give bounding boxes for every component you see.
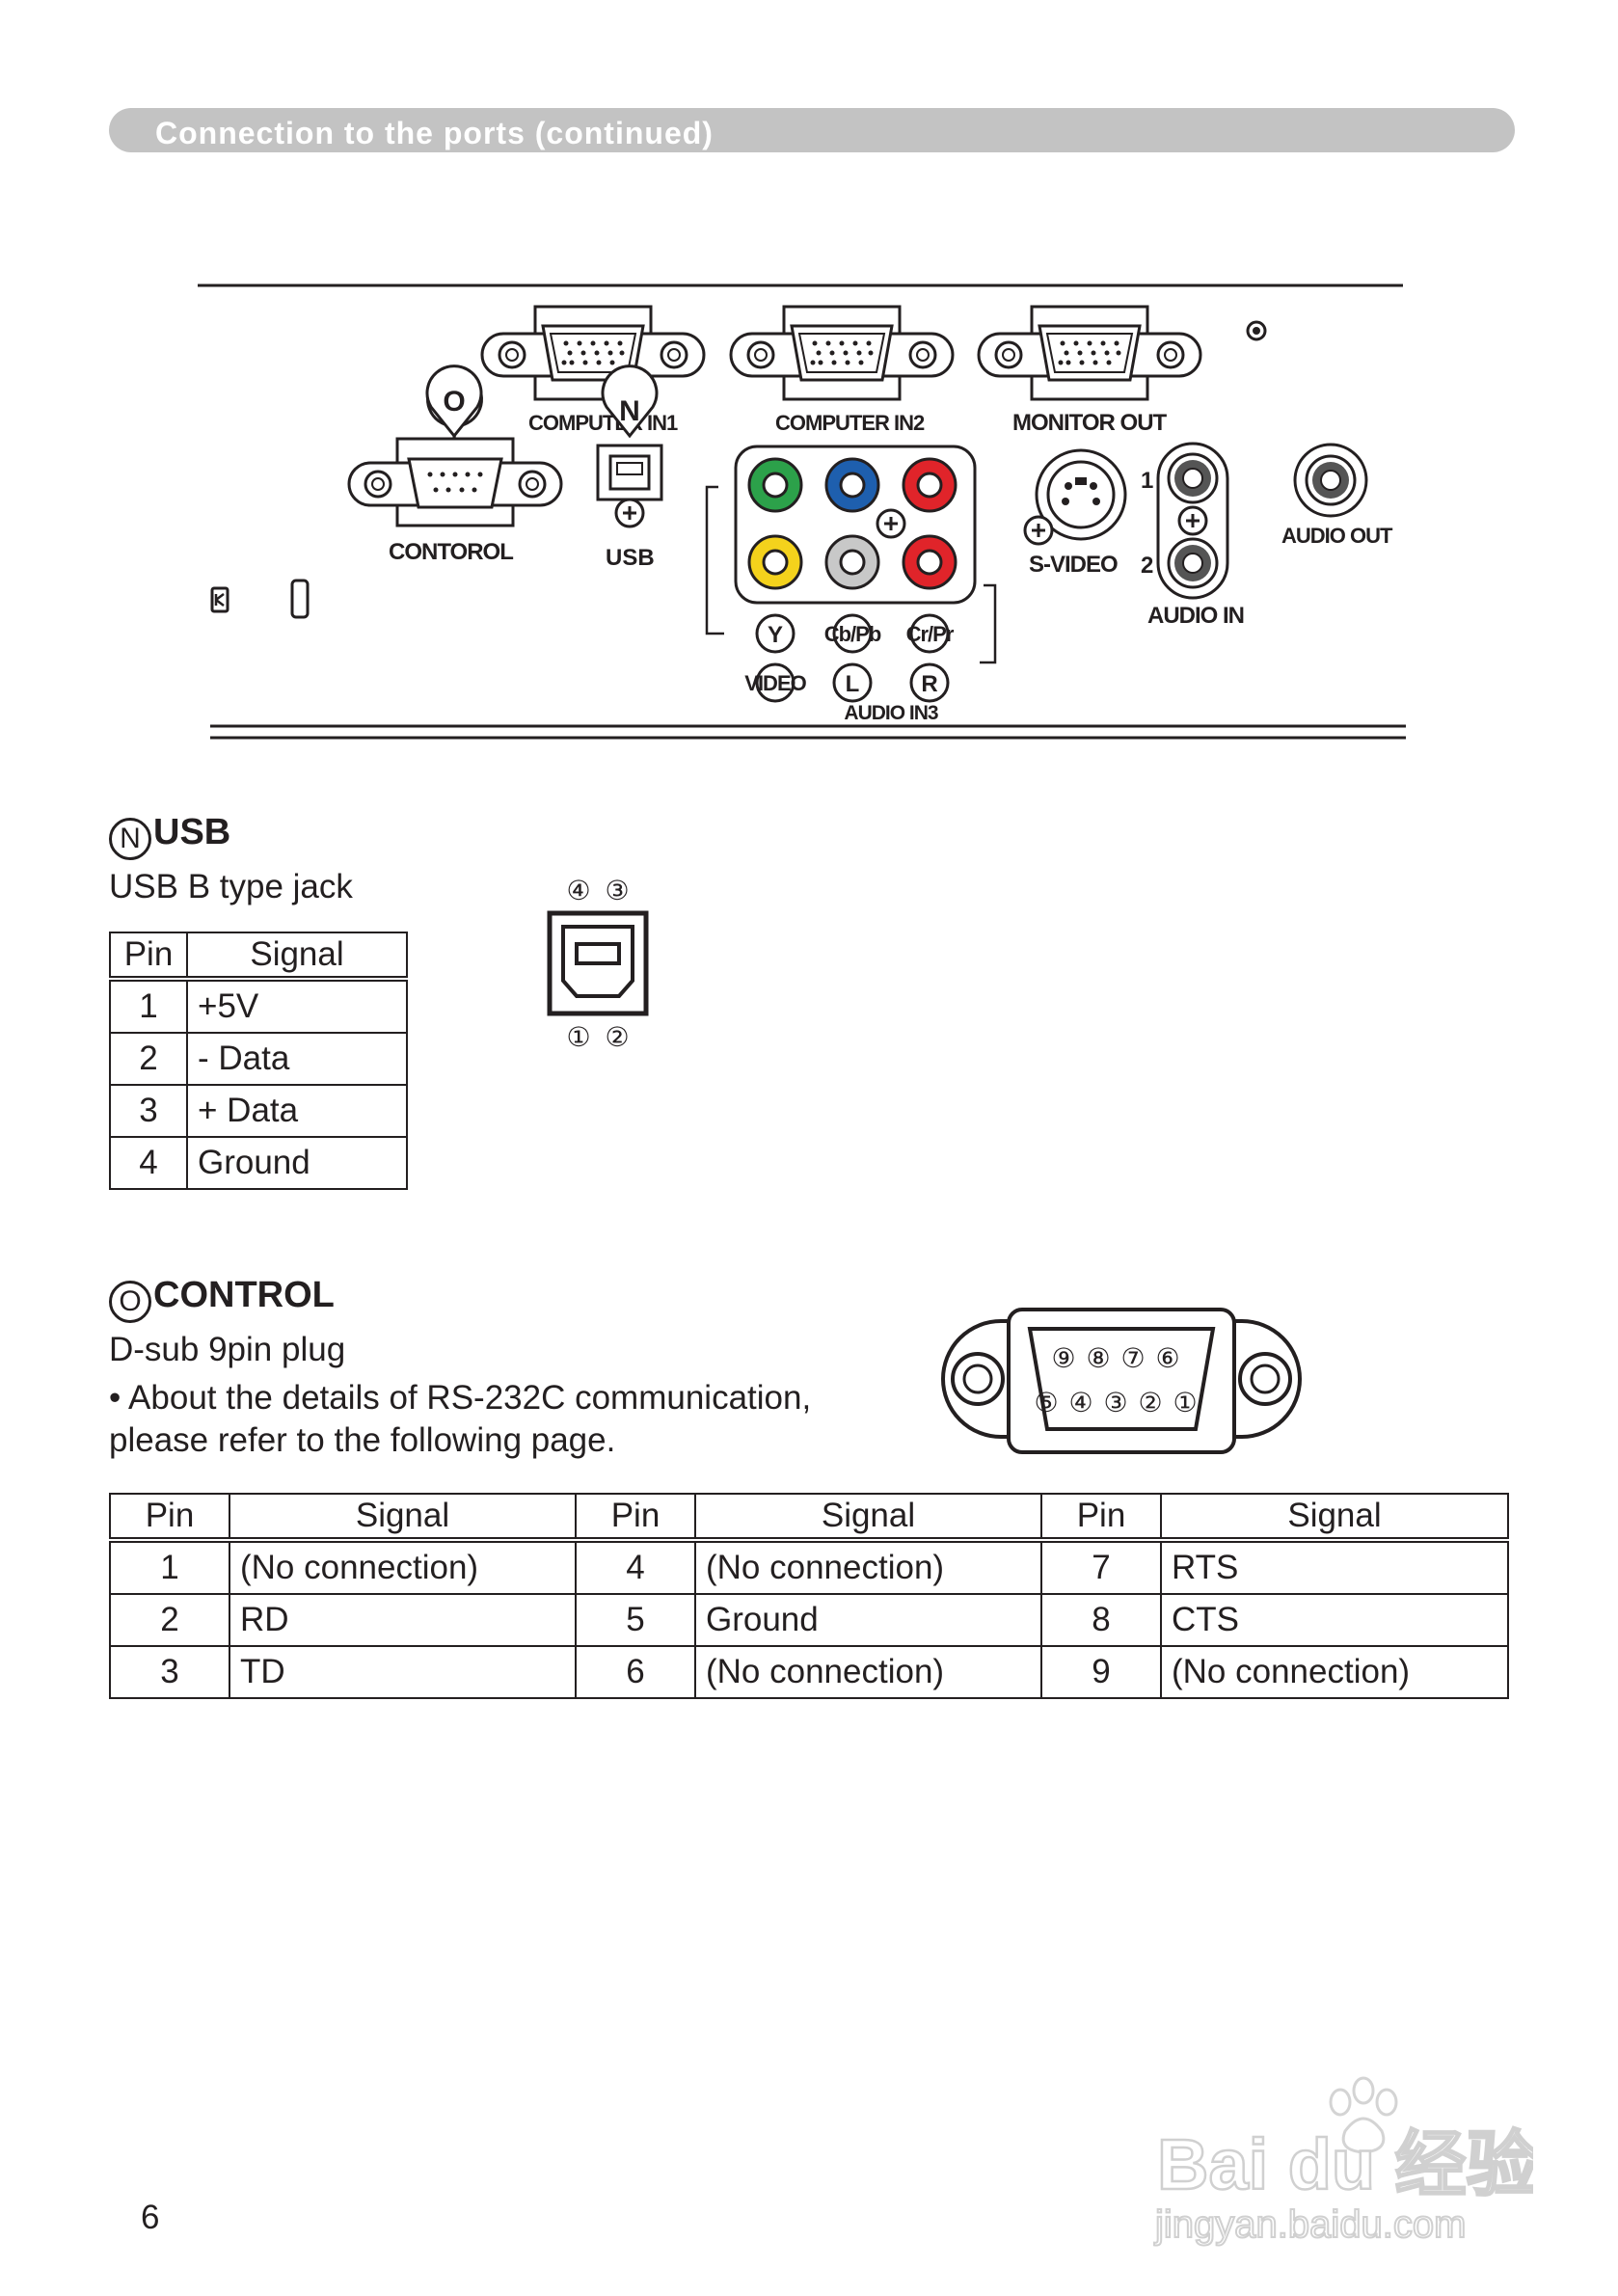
jack-blue <box>824 457 880 513</box>
security-slot-icon <box>290 579 310 619</box>
table-header: Pin <box>109 932 188 982</box>
table-header: Signal <box>694 1493 1042 1543</box>
control-note-line2: please refer to the following page. <box>109 1421 616 1459</box>
label-s-video: S-VIDEO <box>1029 552 1118 578</box>
label-video: VIDEO <box>744 671 806 695</box>
svg-text:④: ④ <box>566 875 590 906</box>
screw-icon <box>876 508 906 539</box>
usb-b-jack-diagram: ④ ③ ① ② <box>547 875 649 1053</box>
label-cr-pr: Cr/Pr <box>906 622 955 646</box>
table-header: Signal <box>186 932 408 982</box>
svg-text:②: ② <box>1138 1387 1162 1418</box>
control-port <box>347 437 563 527</box>
baidu-jingyan-watermark: Bai du 经验 jingyan.baidu.com <box>1153 2076 1533 2247</box>
control-pin-table: Pin Signal Pin Signal Pin Signal 1(No co… <box>109 1493 1509 1699</box>
label-control: CONTOROL <box>389 539 513 565</box>
svg-text:O: O <box>443 386 465 418</box>
audio-in-ports <box>1156 442 1229 600</box>
section-header-title: Connection to the ports (continued) <box>155 116 714 150</box>
svg-text:③: ③ <box>605 875 629 906</box>
svg-text:2: 2 <box>1141 553 1153 579</box>
table-row: 1+5V <box>109 978 408 1034</box>
label-audio-out: AUDIO OUT <box>1281 524 1393 548</box>
jack-yellow <box>747 534 803 590</box>
label-audio-in: AUDIO IN <box>1147 603 1244 629</box>
label-computer-in2: COMPUTER IN2 <box>775 411 925 435</box>
control-note-line1: • About the details of RS-232C communica… <box>109 1379 812 1417</box>
svg-text:⑥: ⑥ <box>1155 1342 1179 1374</box>
page-number: 6 <box>141 2199 160 2236</box>
table-header: Pin <box>1040 1493 1162 1543</box>
usb-port <box>596 444 663 528</box>
jack-red-r <box>902 534 957 590</box>
label-usb: USB <box>606 545 655 571</box>
computer-in1-port <box>480 305 706 401</box>
label-audio-in3: AUDIO IN3 <box>844 702 938 724</box>
label-monitor-out: MONITOR OUT <box>1012 410 1168 436</box>
computer-in2-port <box>729 305 955 401</box>
table-header: Pin <box>575 1493 696 1543</box>
s-video-port <box>1023 448 1127 546</box>
rear-panel-diagram: COMPUTER IN1 COMPUTER IN2 MONITOR OUT O … <box>198 284 1406 740</box>
callout-o-icon: O <box>425 365 483 441</box>
table-header: Signal <box>229 1493 577 1543</box>
svg-text:③: ③ <box>1103 1387 1127 1418</box>
svg-text:1: 1 <box>1141 468 1153 494</box>
svg-text:①: ① <box>566 1021 590 1053</box>
watermark-url: jingyan.baidu.com <box>1154 2203 1466 2246</box>
monitor-out-port <box>977 305 1202 401</box>
section-header-bar: Connection to the ports (continued) <box>109 108 1515 152</box>
svg-text:②: ② <box>605 1021 629 1053</box>
table-row: 2- Data <box>109 1032 408 1086</box>
svg-text:⑤: ⑤ <box>1034 1387 1058 1418</box>
jack-red-cr <box>902 457 957 513</box>
label-computer-in1: COMPUTER IN1 <box>528 411 678 435</box>
marker-n-icon: N <box>109 818 151 860</box>
svg-text:⑨: ⑨ <box>1051 1342 1075 1374</box>
svg-text:⑧: ⑧ <box>1086 1342 1110 1374</box>
callout-n-icon: N <box>601 365 659 439</box>
table-row: 3+ Data <box>109 1084 408 1138</box>
table-header: Signal <box>1160 1493 1509 1543</box>
svg-text:N: N <box>619 395 640 427</box>
label-l: L <box>846 671 860 697</box>
svg-text:④: ④ <box>1068 1387 1092 1418</box>
audio-out-port <box>1293 443 1368 518</box>
usb-subtitle: USB B type jack <box>109 868 353 905</box>
control-subtitle: D-sub 9pin plug <box>109 1331 346 1368</box>
jack-white <box>824 534 880 590</box>
kensington-lock-icon <box>210 586 229 613</box>
label-cb-pb: Cb/Pb <box>824 622 881 646</box>
svg-text:⑦: ⑦ <box>1120 1342 1145 1374</box>
dsub-9pin-plug-diagram: ⑨ ⑧ ⑦ ⑥ ⑤ ④ ③ ② ① <box>941 1308 1302 1454</box>
table-header: Pin <box>109 1493 230 1543</box>
jack-green <box>747 457 803 513</box>
marker-o-icon: O <box>109 1281 151 1323</box>
watermark-brand: Bai du 经验 <box>1157 2124 1533 2204</box>
label-r: R <box>921 671 937 697</box>
label-y: Y <box>768 622 783 648</box>
svg-text:①: ① <box>1173 1387 1197 1418</box>
